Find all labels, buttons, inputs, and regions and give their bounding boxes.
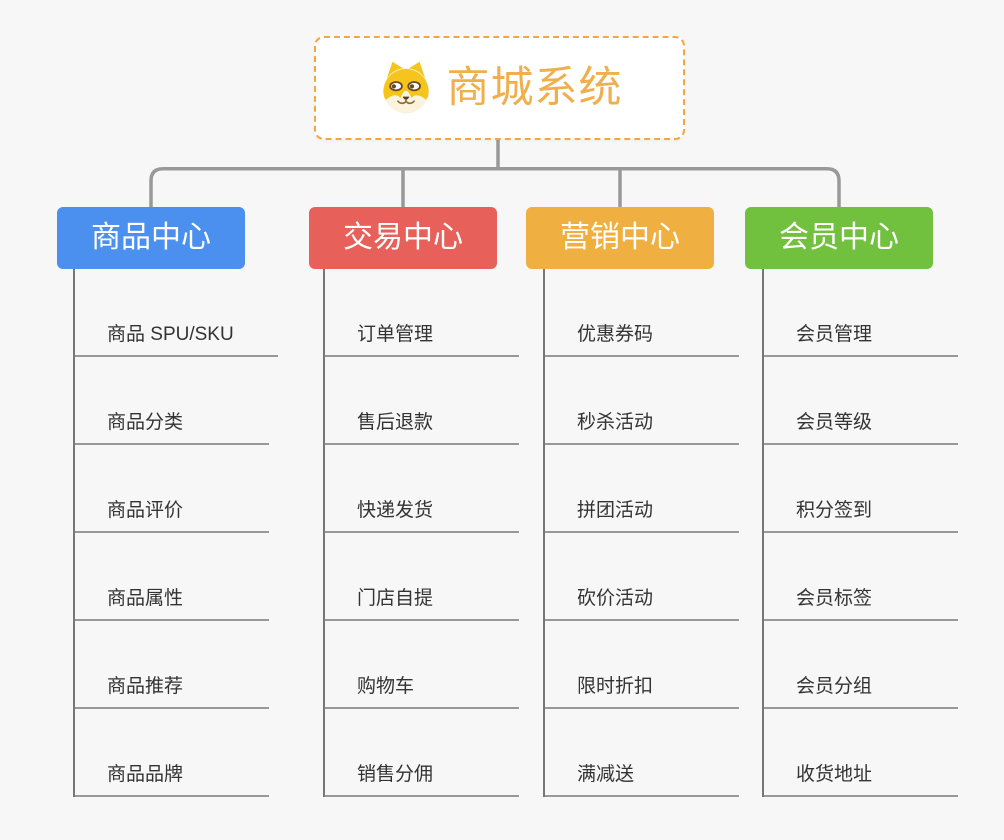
- leaf-label: 销售分佣: [325, 764, 519, 797]
- branch-label: 交易中心: [343, 221, 463, 254]
- branch-node-3[interactable]: 营销中心: [526, 207, 714, 269]
- branch-children-column: 订单管理 售后退款 快递发货 门店自提 购物车 销售分佣: [323, 269, 519, 797]
- leaf-label: 订单管理: [325, 324, 519, 357]
- leaf-label: 商品推荐: [75, 676, 269, 709]
- shiba-dog-icon: [382, 61, 429, 114]
- leaf-label: 商品品牌: [75, 764, 269, 797]
- leaf-label: 商品 SPU/SKU: [75, 324, 278, 357]
- leaf-label: 门店自提: [325, 588, 519, 621]
- branch-label: 商品中心: [91, 221, 211, 254]
- branch-node-4[interactable]: 会员中心: [745, 207, 933, 269]
- branch-children-column: 优惠券码 秒杀活动 拼团活动 砍价活动 限时折扣 满减送: [543, 269, 739, 797]
- branch-node-2[interactable]: 交易中心: [309, 207, 497, 269]
- branch-label: 营销中心: [560, 221, 680, 254]
- branch-label: 会员中心: [779, 221, 899, 254]
- leaf-label: 优惠券码: [545, 324, 739, 357]
- leaf-label: 商品属性: [75, 588, 269, 621]
- leaf-label: 商品分类: [75, 412, 269, 445]
- leaf-label: 积分签到: [764, 500, 958, 533]
- branch-bar-line: [149, 167, 841, 207]
- leaf-label: 拼团活动: [545, 500, 739, 533]
- leaf-label: 限时折扣: [545, 676, 739, 709]
- leaf-label: 秒杀活动: [545, 412, 739, 445]
- leaf-label: 会员管理: [764, 324, 958, 357]
- leaf-label: 会员等级: [764, 412, 958, 445]
- leaf-label: 商品评价: [75, 500, 269, 533]
- branch-children-column: 会员管理 会员等级 积分签到 会员标签 会员分组 收货地址: [762, 269, 958, 797]
- leaf-label: 售后退款: [325, 412, 519, 445]
- root-title: 商城系统: [446, 63, 623, 112]
- leaf-label: 会员标签: [764, 588, 958, 621]
- leaf-label: 满减送: [545, 764, 739, 797]
- leaf-label: 收货地址: [764, 764, 958, 797]
- branch-node-1[interactable]: 商品中心: [57, 207, 245, 269]
- leaf-label: 购物车: [325, 676, 519, 709]
- root-node[interactable]: 商城系统: [314, 36, 685, 140]
- leaf-label: 砍价活动: [545, 588, 739, 621]
- leaf-label: 会员分组: [764, 676, 958, 709]
- leaf-label: 快递发货: [325, 500, 519, 533]
- branch-children-column: 商品 SPU/SKU 商品分类 商品评价 商品属性 商品推荐 商品品牌: [73, 269, 278, 797]
